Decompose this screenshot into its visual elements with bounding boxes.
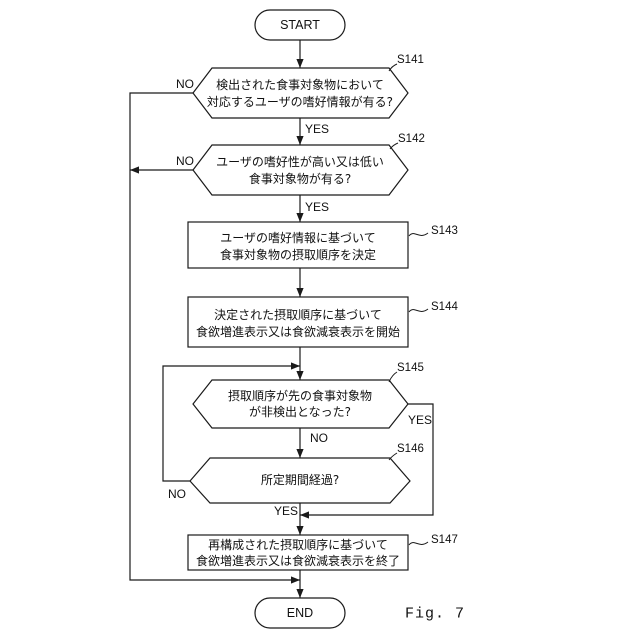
s141-text-line-1: 検出された食事対象物において xyxy=(216,77,384,92)
s146-step-label: S146 xyxy=(397,443,424,455)
end-label: END xyxy=(287,606,313,620)
s146-yes-label: YES xyxy=(274,504,298,518)
s145-text-line-2: が非検出となった? xyxy=(249,404,351,419)
end-terminal: END xyxy=(255,598,345,628)
s145-no-label: NO xyxy=(310,431,328,445)
s141-yes-label: YES xyxy=(305,122,329,136)
s143-text-line-2: 食事対象物の摂取順序を決定 xyxy=(220,247,376,262)
figure-label: Fig. 7 xyxy=(405,606,465,623)
s142-text-line-2: 食事対象物が有る? xyxy=(249,171,351,186)
s144-process-box xyxy=(188,297,408,347)
s142-text-line-1: ユーザの嗜好性が高い又は低い xyxy=(216,154,384,169)
s144-step-label: S144 xyxy=(431,301,458,313)
s143-text-line-1: ユーザの嗜好情報に基づいて xyxy=(220,231,375,245)
s144-text-line-2: 食欲増進表示又は食欲減衰表示を開始 xyxy=(196,324,400,339)
s145-decision-shape xyxy=(193,380,408,428)
s145-text-line-1: 摂取順序が先の食事対象物 xyxy=(228,388,372,403)
s147-text-line-1: 再構成された摂取順序に基づいて xyxy=(208,537,388,552)
s146-text-line-1: 所定期間経過? xyxy=(261,472,339,487)
start-label: START xyxy=(280,18,320,32)
s141-text-line-2: 対応するユーザの嗜好情報が有る? xyxy=(207,94,393,109)
s143-step-label: S143 xyxy=(431,225,458,237)
s141-decision-shape xyxy=(193,68,408,118)
s145-yes-label: YES xyxy=(408,413,432,427)
s144-text-line-1: 決定された摂取順序に基づいて xyxy=(214,307,382,322)
s141-step-label: S141 xyxy=(397,54,424,66)
s142-no-label: NO xyxy=(176,154,194,168)
s147-step-label: S147 xyxy=(431,534,458,546)
s142-decision-shape xyxy=(193,145,408,195)
s146-no-label: NO xyxy=(168,487,186,501)
s142-step-label: S142 xyxy=(398,133,425,145)
s147-text-line-2: 食欲増進表示又は食欲減衰表示を終了 xyxy=(196,553,400,568)
s142-yes-label: YES xyxy=(305,200,329,214)
start-terminal: START xyxy=(255,10,345,40)
s141-no-label: NO xyxy=(176,77,194,91)
s145-step-label: S145 xyxy=(397,362,424,374)
